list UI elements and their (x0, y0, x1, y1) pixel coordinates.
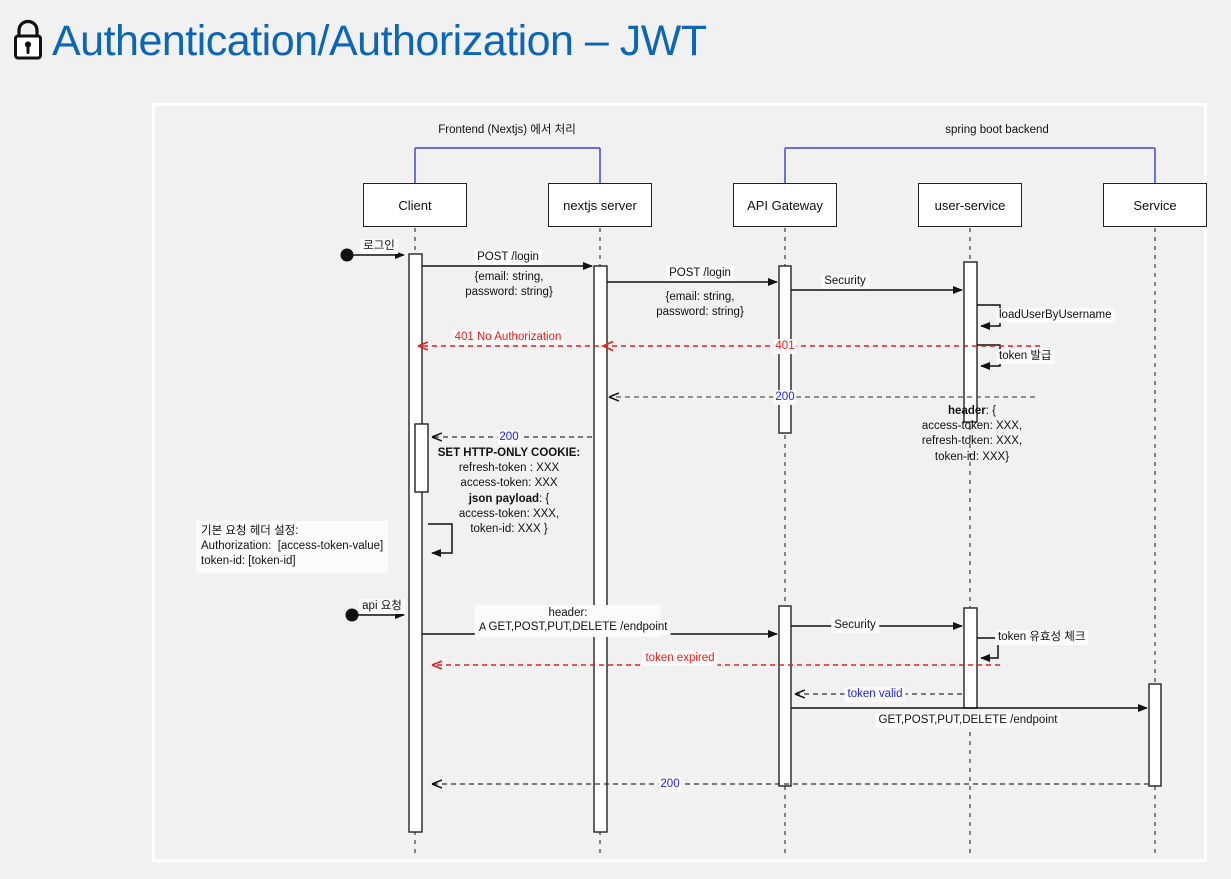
participant-user-service[interactable]: user-service (918, 183, 1022, 227)
message-note-set-cookie: SET HTTP-ONLY COOKIE: refresh-token : XX… (437, 447, 581, 535)
group-label-backend: spring boot backend (945, 124, 1049, 136)
message-label-200-final: 200 (658, 777, 682, 793)
lock-icon (14, 19, 42, 60)
page-header: Authentication/Authorization – JWT (8, 8, 707, 74)
message-label-endpoint-request: GET,POST,PUT,DELETE /endpoint (485, 620, 671, 636)
message-label-security-2: Security (831, 618, 879, 634)
message-label-security-1: Security (821, 274, 869, 290)
participant-api-gateway[interactable]: API Gateway (733, 183, 837, 227)
participant-nextjs-server[interactable]: nextjs server (548, 183, 652, 227)
self-loop-label-token-validity: token 유효성 체크 (995, 630, 1089, 646)
self-loop-label-loaduserbyusername: loadUserByUsername (996, 308, 1115, 324)
participant-service[interactable]: Service (1103, 183, 1207, 227)
diagram-frame (152, 103, 1207, 862)
group-label-frontend: Frontend (Nextjs) 에서 처리 (438, 124, 576, 136)
self-loop-label-token-issue: token 발급 (996, 349, 1055, 365)
message-label-401-full: 401 No Authorization (451, 330, 565, 346)
message-label-401-short: 401 (773, 339, 797, 355)
page-title: Authentication/Authorization – JWT (52, 16, 707, 65)
message-note-login-payload-1: {email: string, password: string} (465, 271, 553, 299)
actor-label-login: 로그인 (360, 239, 398, 255)
message-label-post-login-1: POST /login (474, 250, 542, 266)
message-label-token-expired: token expired (642, 651, 718, 667)
message-label-200-backend: 200 (773, 390, 797, 406)
message-label-token-valid: token valid (844, 687, 906, 703)
participant-client[interactable]: Client (363, 183, 467, 227)
message-label-endpoint-forward: GET,POST,PUT,DELETE /endpoint (875, 713, 1061, 729)
message-label-200-nextjs: 200 (497, 430, 521, 446)
message-note-header-tokens: header: { access-token: XXX, refresh-tok… (921, 405, 1023, 463)
self-loop-label-default-headers: 기본 요청 헤더 설정: Authorization: [access-toke… (196, 521, 389, 573)
message-note-login-payload-2: {email: string, password: string} (656, 291, 744, 319)
actor-label-api-request: api 요청 (359, 599, 405, 615)
message-label-post-login-2: POST /login (666, 266, 734, 282)
